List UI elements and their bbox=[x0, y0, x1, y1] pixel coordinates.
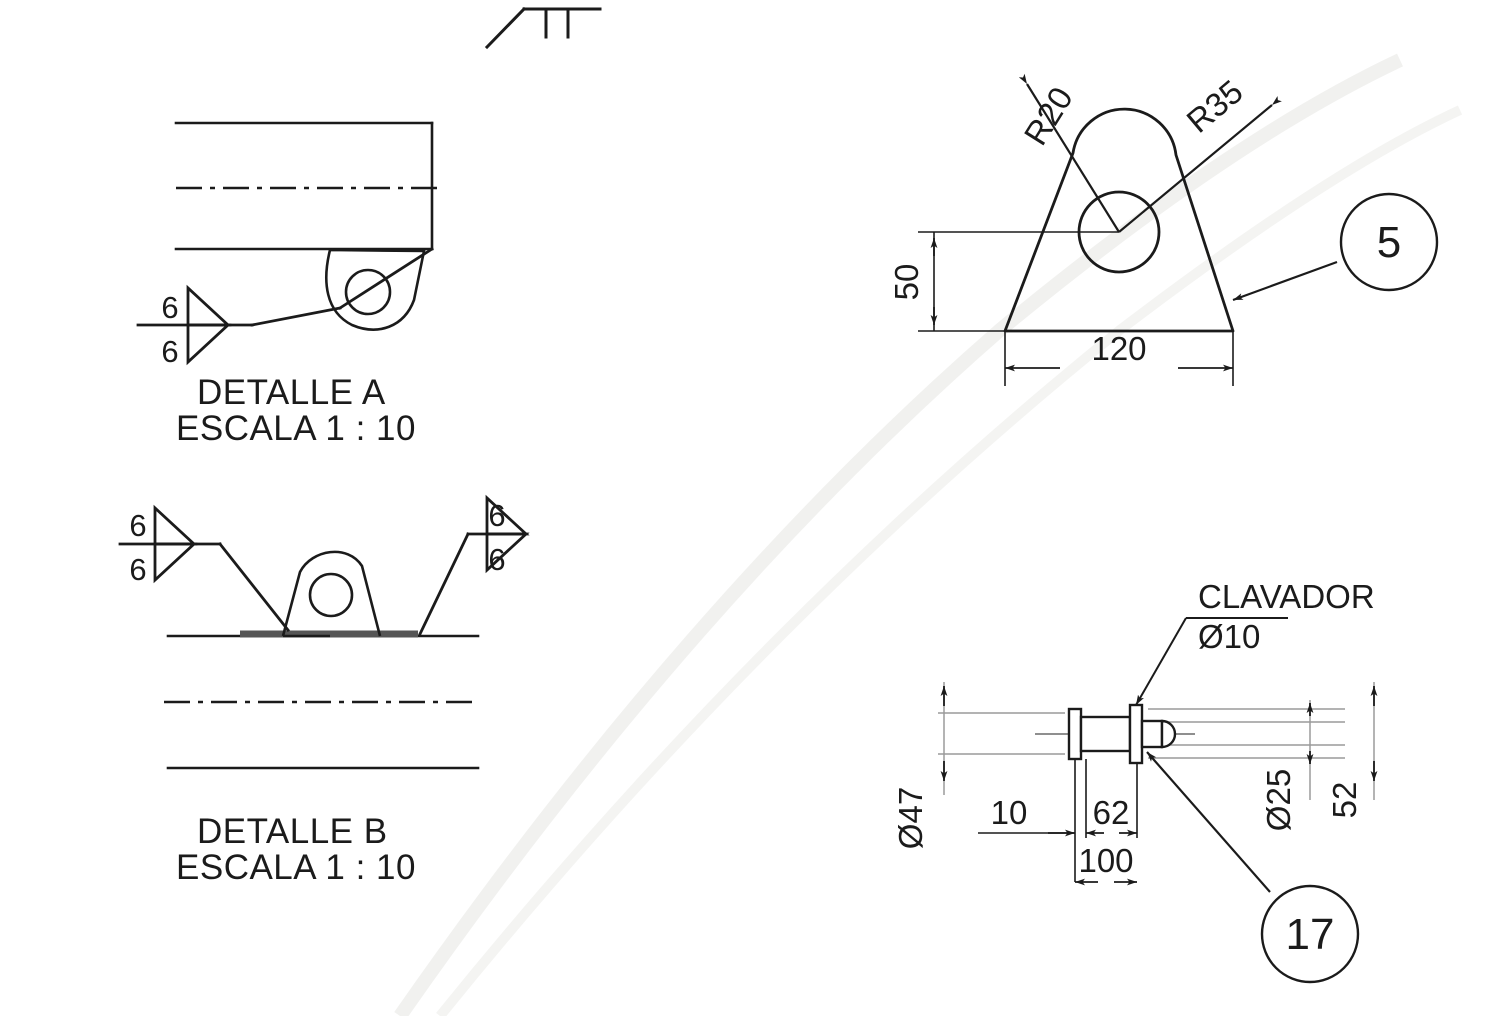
detail-a-title: DETALLE A bbox=[197, 373, 386, 412]
detail-b-scale: ESCALA 1 : 10 bbox=[176, 848, 416, 887]
fillet-triangle-left-top bbox=[153, 504, 198, 546]
r35-leader bbox=[1118, 95, 1282, 233]
dim-62-label: 62 bbox=[1093, 794, 1130, 831]
pin-view-group: CLAVADOR Ø10 Ø47 bbox=[892, 578, 1378, 984]
clavador-label: CLAVADOR bbox=[1198, 578, 1375, 615]
balloon-17[interactable]: 17 bbox=[1146, 751, 1360, 984]
dim-dia25-label: Ø25 bbox=[1260, 769, 1297, 831]
pin-head-flange bbox=[1067, 707, 1083, 761]
r35-label: R35 bbox=[1180, 73, 1250, 140]
detail-a-beam bbox=[174, 121, 434, 251]
weld-size-right-bottom-b: 6 bbox=[488, 542, 505, 577]
weld-size-bottom-a: 6 bbox=[161, 334, 178, 369]
balloon-5-label: 5 bbox=[1377, 218, 1401, 267]
dim-50-label: 50 bbox=[888, 264, 925, 301]
weld-size-right-top-b: 6 bbox=[488, 498, 505, 533]
pin-shaft bbox=[1079, 715, 1132, 753]
fillet-triangle-top bbox=[186, 284, 232, 327]
balloon-5[interactable]: 5 bbox=[1232, 192, 1439, 302]
top-partial-symbol bbox=[484, 6, 602, 50]
dim-dia47: Ø47 bbox=[892, 682, 948, 849]
dim-100-label: 100 bbox=[1078, 842, 1133, 879]
pin-body bbox=[1067, 703, 1177, 765]
weld-size-top-a: 6 bbox=[161, 290, 178, 325]
detail-a-lug bbox=[325, 248, 426, 331]
fillet-triangle-right-bottom bbox=[485, 532, 530, 574]
lug-outline bbox=[1003, 107, 1235, 333]
pin-nose bbox=[1140, 719, 1164, 749]
lug-front-view-group: R20 R35 50 bbox=[888, 73, 1439, 386]
weld-size-left-bottom-b: 6 bbox=[129, 552, 146, 587]
detail-b-group: 6 6 6 6 DETALLE B bbox=[118, 494, 530, 887]
dim-62: 62 bbox=[1085, 759, 1138, 838]
dim-52-label: 52 bbox=[1326, 782, 1363, 819]
dim-120: 120 bbox=[1004, 330, 1234, 386]
dim-10: 10 bbox=[978, 759, 1076, 882]
detail-a-weld-symbol: 6 6 bbox=[136, 247, 434, 369]
r20-label: R20 bbox=[1017, 80, 1080, 151]
dim-10-label: 10 bbox=[991, 794, 1028, 831]
clavador-diameter: Ø10 bbox=[1198, 618, 1260, 655]
dim-dia25: Ø25 bbox=[1260, 700, 1314, 831]
detail-a-group: 6 6 DETALLE A ESCALA 1 : 10 bbox=[136, 121, 442, 448]
watermark-arcs bbox=[394, 53, 1463, 1016]
detail-b-weld-symbol-left: 6 6 bbox=[118, 504, 290, 632]
weld-size-left-top-b: 6 bbox=[129, 508, 146, 543]
pin-collar bbox=[1128, 703, 1144, 765]
fillet-triangle-left-bottom bbox=[153, 542, 198, 584]
r20-leader bbox=[1018, 73, 1120, 233]
detail-b-weld-symbol-right: 6 6 bbox=[418, 494, 530, 636]
dim-100: 100 bbox=[1075, 842, 1137, 886]
balloon-17-circle[interactable] bbox=[1260, 884, 1360, 984]
fillet-triangle-bottom bbox=[186, 323, 232, 366]
detail-b-lug bbox=[281, 550, 382, 638]
balloon-17-label: 17 bbox=[1286, 910, 1335, 959]
dim-120-label: 120 bbox=[1091, 330, 1146, 367]
balloon-5-leader bbox=[1232, 260, 1338, 302]
detail-b-title: DETALLE B bbox=[197, 812, 388, 851]
dim-52: 52 bbox=[1326, 682, 1378, 819]
dim-dia47-label: Ø47 bbox=[892, 787, 929, 849]
balloon-17-leader bbox=[1146, 751, 1271, 893]
clavador-note: CLAVADOR Ø10 bbox=[1135, 578, 1375, 706]
detail-a-scale: ESCALA 1 : 10 bbox=[176, 409, 416, 448]
pin-end-cap bbox=[1160, 719, 1177, 749]
dim-50: 50 bbox=[888, 232, 1005, 332]
balloon-5-circle[interactable] bbox=[1339, 192, 1439, 292]
